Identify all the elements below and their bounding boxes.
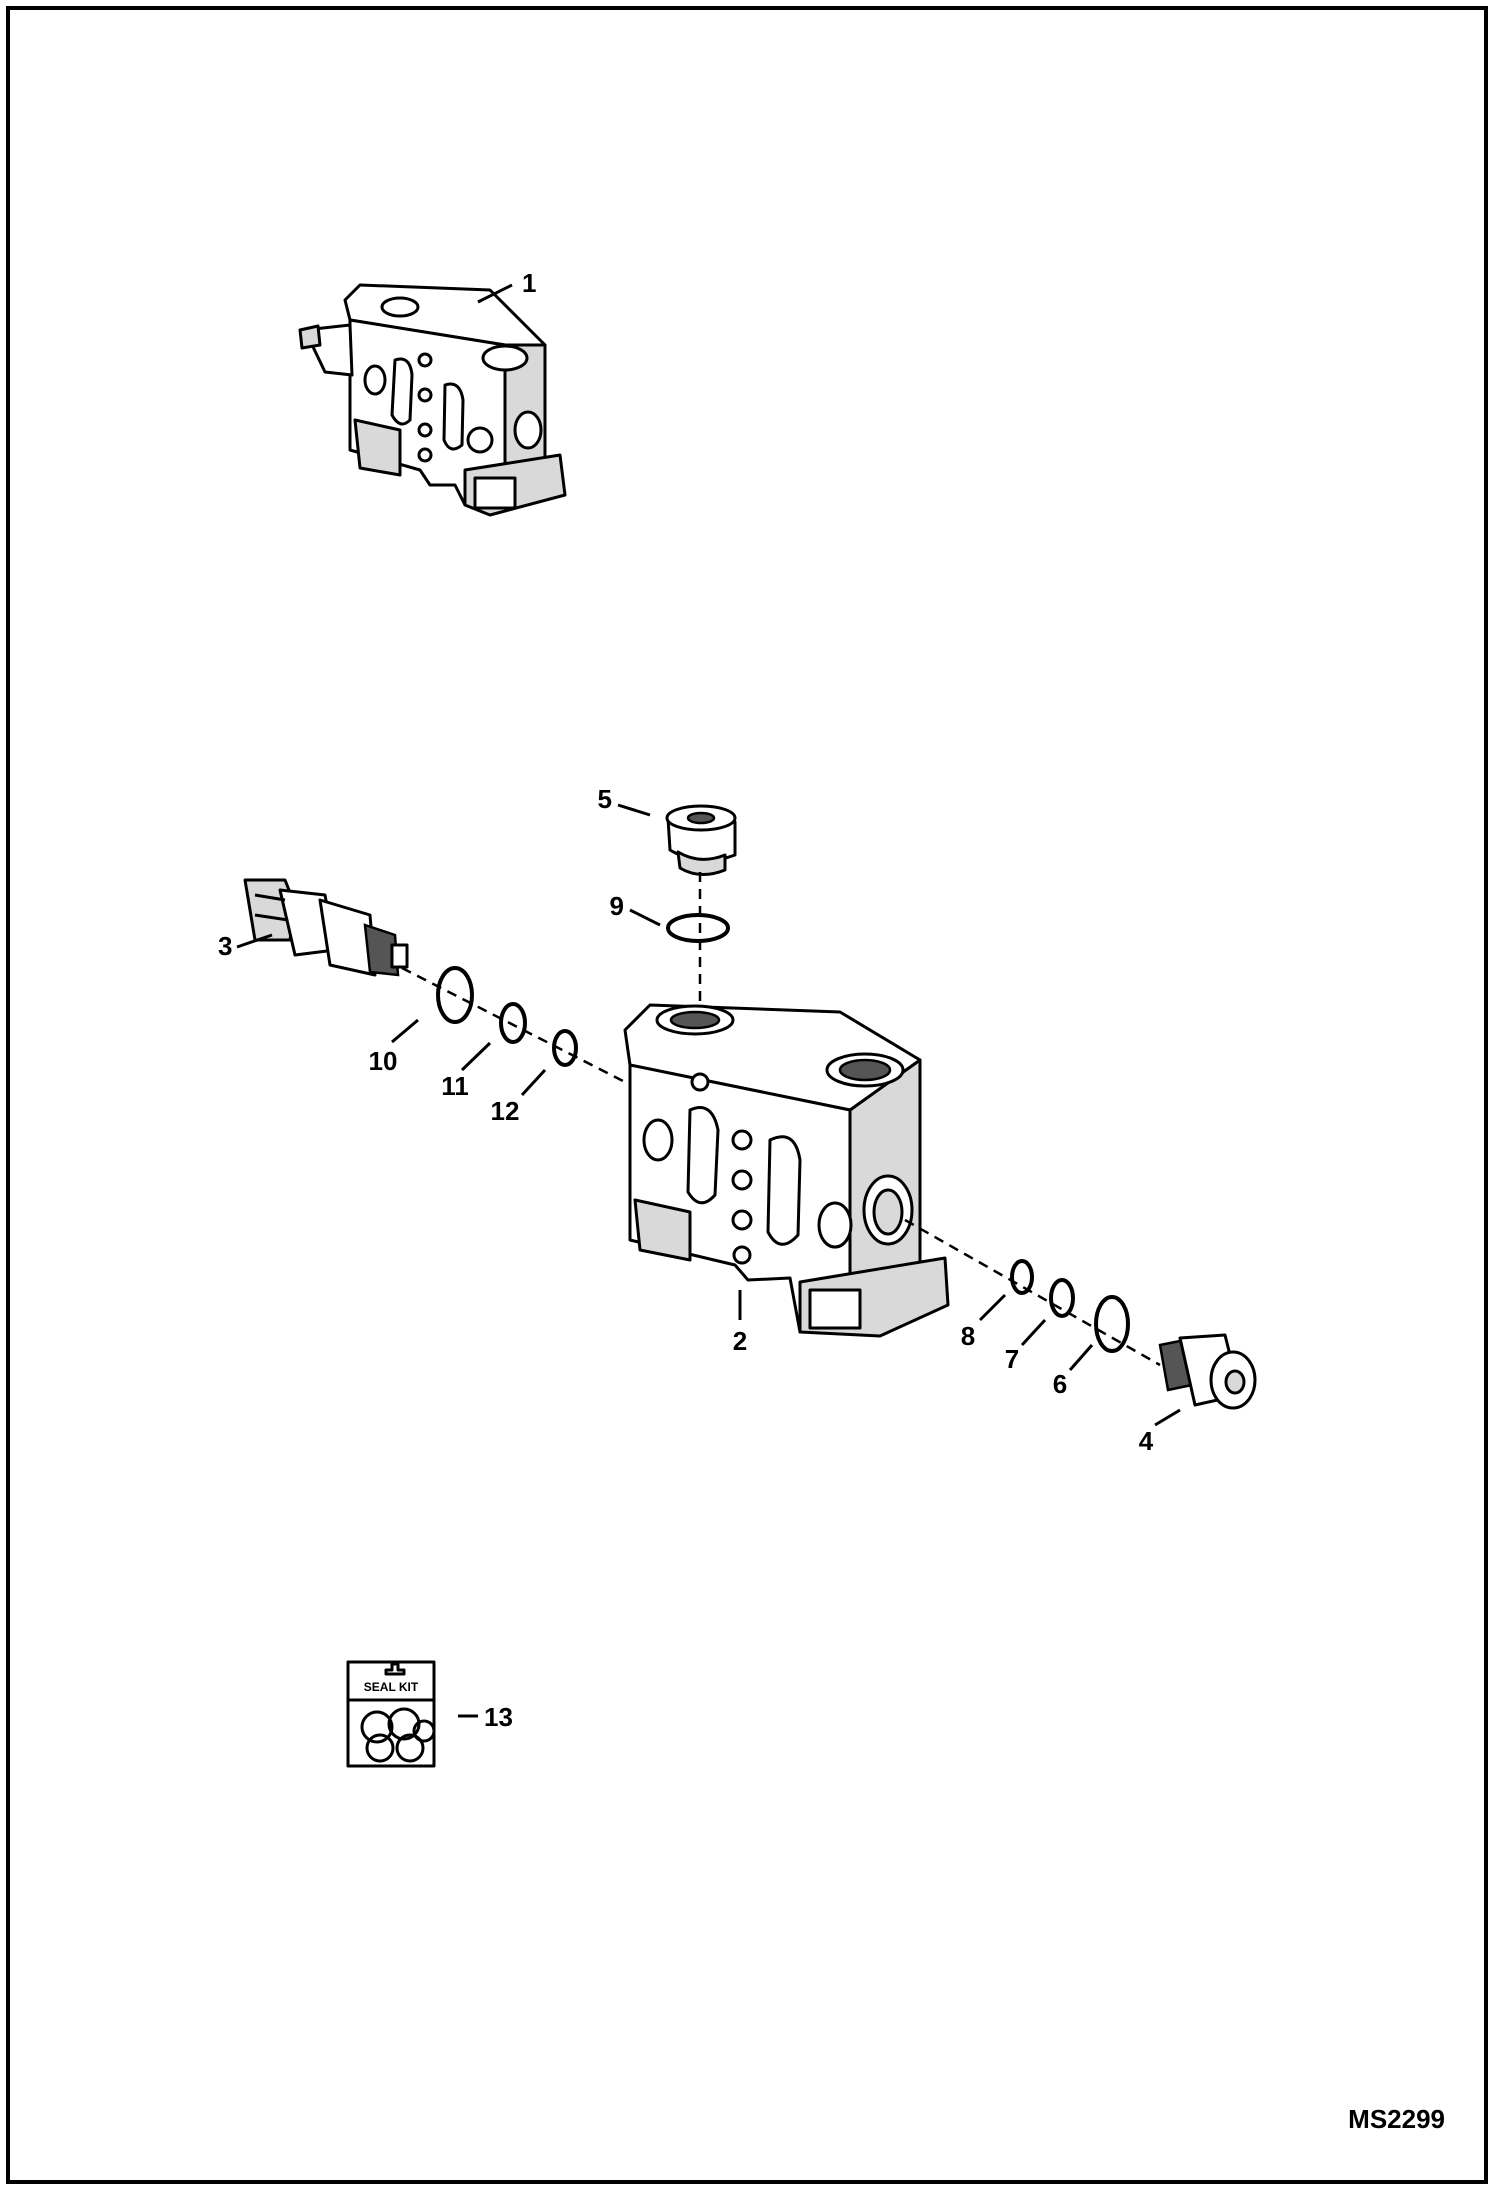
callout-4: 4 [1139,1426,1154,1456]
callout-11: 11 [441,1071,469,1101]
callout-9: 9 [610,891,624,921]
callout-6: 6 [1053,1369,1067,1399]
part-11-o-ring [499,1002,527,1044]
callout-13: 13 [484,1702,513,1732]
callout-5: 5 [598,784,612,814]
part-9-o-ring [666,913,730,943]
part-7-o-ring [1049,1278,1075,1318]
callout-1: 1 [522,268,536,298]
figure-code: MS2299 [1348,2104,1445,2134]
part-12-o-ring [552,1029,578,1067]
part-2-valve-body [623,1003,950,1338]
part-3-relief-cartridge [243,878,409,977]
centerline-right [904,1218,1161,1367]
part-10-o-ring [436,966,474,1024]
callout-3: 3 [218,931,232,961]
part-4-plug [1158,1333,1257,1410]
part-1-valve-assembly [298,283,567,517]
part-8-o-ring [1010,1259,1034,1295]
diagram-frame [6,6,1488,2184]
callout-8: 8 [961,1321,975,1351]
seal-kit-text: SEAL KIT [364,1680,419,1694]
callout-2: 2 [733,1326,747,1356]
callout-7: 7 [1005,1344,1019,1374]
part-5-top-plug [665,804,737,876]
callout-10: 10 [369,1046,398,1076]
centerline-left [401,966,626,1084]
part-13-seal-kit: SEAL KIT [346,1660,436,1768]
part-6-o-ring [1094,1295,1130,1353]
callout-12: 12 [491,1096,520,1126]
